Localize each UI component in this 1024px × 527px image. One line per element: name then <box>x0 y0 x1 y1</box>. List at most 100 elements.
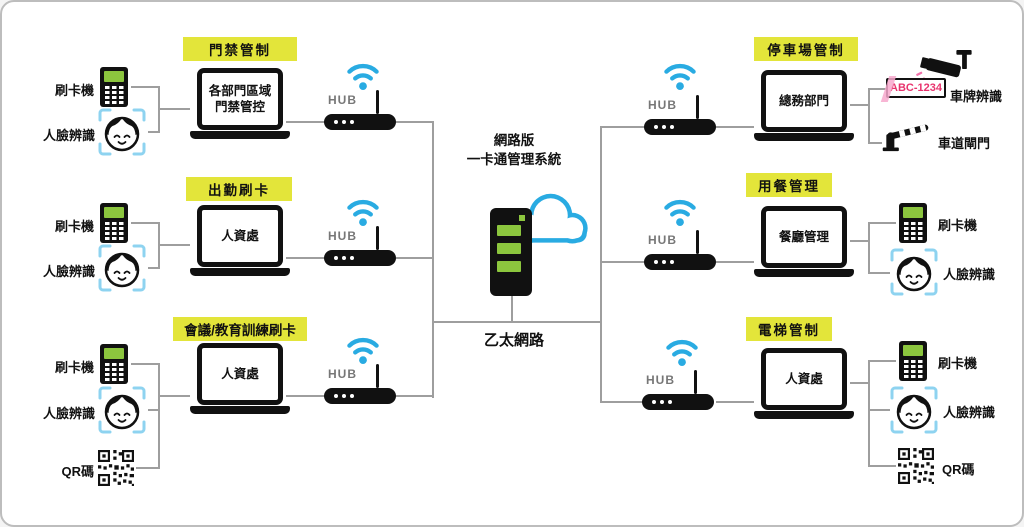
laptop-base <box>190 131 290 139</box>
connector-line <box>868 360 870 467</box>
connector-line <box>868 88 870 144</box>
face-recognition-icon <box>890 386 938 434</box>
antenna-icon <box>376 226 379 250</box>
card-reader-icon <box>898 340 928 382</box>
hub-router: HUB <box>324 226 396 266</box>
connector-line <box>868 272 890 274</box>
computer-label: 人資處 <box>785 371 823 386</box>
connector-line <box>396 395 434 397</box>
laptop-icon: 各部門區域 門禁管控 <box>190 68 290 139</box>
connector-line <box>716 401 754 403</box>
qr-code-icon <box>898 448 934 484</box>
laptop-screen: 人資處 <box>761 348 847 410</box>
connector-line <box>131 86 159 88</box>
plate-text: ABC-1234 <box>890 82 942 94</box>
connector-line <box>602 126 644 128</box>
laptop-screen: 餐廳管理 <box>761 206 847 268</box>
wifi-icon <box>343 60 383 91</box>
wifi-icon <box>662 336 702 367</box>
server-drive-bay <box>497 261 521 272</box>
connector-line <box>511 294 513 323</box>
router-icon <box>644 119 716 135</box>
laptop-base <box>190 406 290 414</box>
antenna-icon <box>376 90 379 114</box>
card-reader-icon <box>99 202 129 244</box>
antenna-icon <box>696 95 699 119</box>
computer-label: 人資處 <box>221 228 259 243</box>
computer-label: 人資處 <box>221 366 259 381</box>
group-dining-title: 用餐管理 <box>746 173 832 197</box>
group-attendance-title: 出勤刷卡 <box>186 177 292 201</box>
qr-code-label: QR碼 <box>942 462 975 477</box>
connector-line <box>602 401 644 403</box>
connector-line <box>600 126 602 403</box>
connector-line <box>148 131 159 133</box>
computer-label: 總務部門 <box>778 93 829 108</box>
connector-line <box>131 222 159 224</box>
connector-line <box>716 126 754 128</box>
group-parking-title: 停車場管制 <box>754 37 858 61</box>
wifi-icon <box>343 334 383 365</box>
connector-line <box>432 121 434 398</box>
face-recognition-icon <box>98 108 146 156</box>
qr-code-icon <box>98 450 134 486</box>
laptop-screen: 各部門區域 門禁管控 <box>197 68 283 130</box>
connector-line <box>136 467 159 469</box>
hub-label: HUB <box>646 373 675 387</box>
connector-line <box>286 395 326 397</box>
connector-line <box>396 121 434 123</box>
hub-router: HUB <box>644 95 716 135</box>
hub-router: HUB <box>644 230 716 270</box>
gate-label: 車道閘門 <box>938 136 991 151</box>
server-icon <box>490 208 532 296</box>
hub-label: HUB <box>648 98 677 112</box>
face-recognition-label: 人臉辨識 <box>943 267 996 282</box>
laptop-screen: 人資處 <box>197 343 283 405</box>
connector-line <box>868 360 896 362</box>
connector-line <box>131 363 159 365</box>
connector-line <box>286 257 326 259</box>
wifi-icon <box>660 60 700 91</box>
card-reader-label: 刷卡機 <box>938 218 978 233</box>
computer-label: 餐廳管理 <box>778 229 829 244</box>
antenna-icon <box>694 370 697 394</box>
laptop-screen: 總務部門 <box>761 70 847 132</box>
server-drive-bay <box>497 225 521 236</box>
card-reader-label: 刷卡機 <box>54 219 94 234</box>
face-recognition-label: 人臉辨識 <box>943 405 996 420</box>
hub-router: HUB <box>642 370 714 410</box>
face-recognition-icon <box>98 386 146 434</box>
laptop-base <box>754 133 854 141</box>
router-icon <box>642 394 714 410</box>
card-reader-label: 刷卡機 <box>938 356 978 371</box>
license-plate: ABC-1234 <box>880 76 946 102</box>
wifi-icon <box>343 196 383 227</box>
face-recognition-icon <box>890 248 938 296</box>
router-icon <box>324 114 396 130</box>
hub-label: HUB <box>648 233 677 247</box>
connector-line <box>868 142 882 144</box>
connector-line <box>432 321 602 323</box>
laptop-icon: 人資處 <box>190 343 290 414</box>
laptop-icon: 總務部門 <box>754 70 854 141</box>
qr-code-label: QR碼 <box>61 464 94 479</box>
system-title: 網路版 一卡通管理系統 <box>466 133 562 167</box>
laptop-icon: 人資處 <box>190 205 290 276</box>
connector-line <box>148 409 159 411</box>
hub-router: HUB <box>324 364 396 404</box>
connector-line <box>868 409 890 411</box>
hub-router: HUB <box>324 90 396 130</box>
card-reader-label: 刷卡機 <box>54 360 94 375</box>
connector-line <box>868 465 896 467</box>
connector-line <box>850 240 870 242</box>
connector-line <box>158 244 190 246</box>
connector-line <box>868 222 896 224</box>
connector-line <box>868 88 886 90</box>
connector-line <box>850 104 870 106</box>
router-icon <box>324 250 396 266</box>
connector-line <box>396 257 434 259</box>
laptop-icon: 人資處 <box>754 348 854 419</box>
connector-line <box>286 121 326 123</box>
boom-gate-icon <box>880 118 932 152</box>
face-recognition-label: 人臉辨識 <box>42 264 95 279</box>
